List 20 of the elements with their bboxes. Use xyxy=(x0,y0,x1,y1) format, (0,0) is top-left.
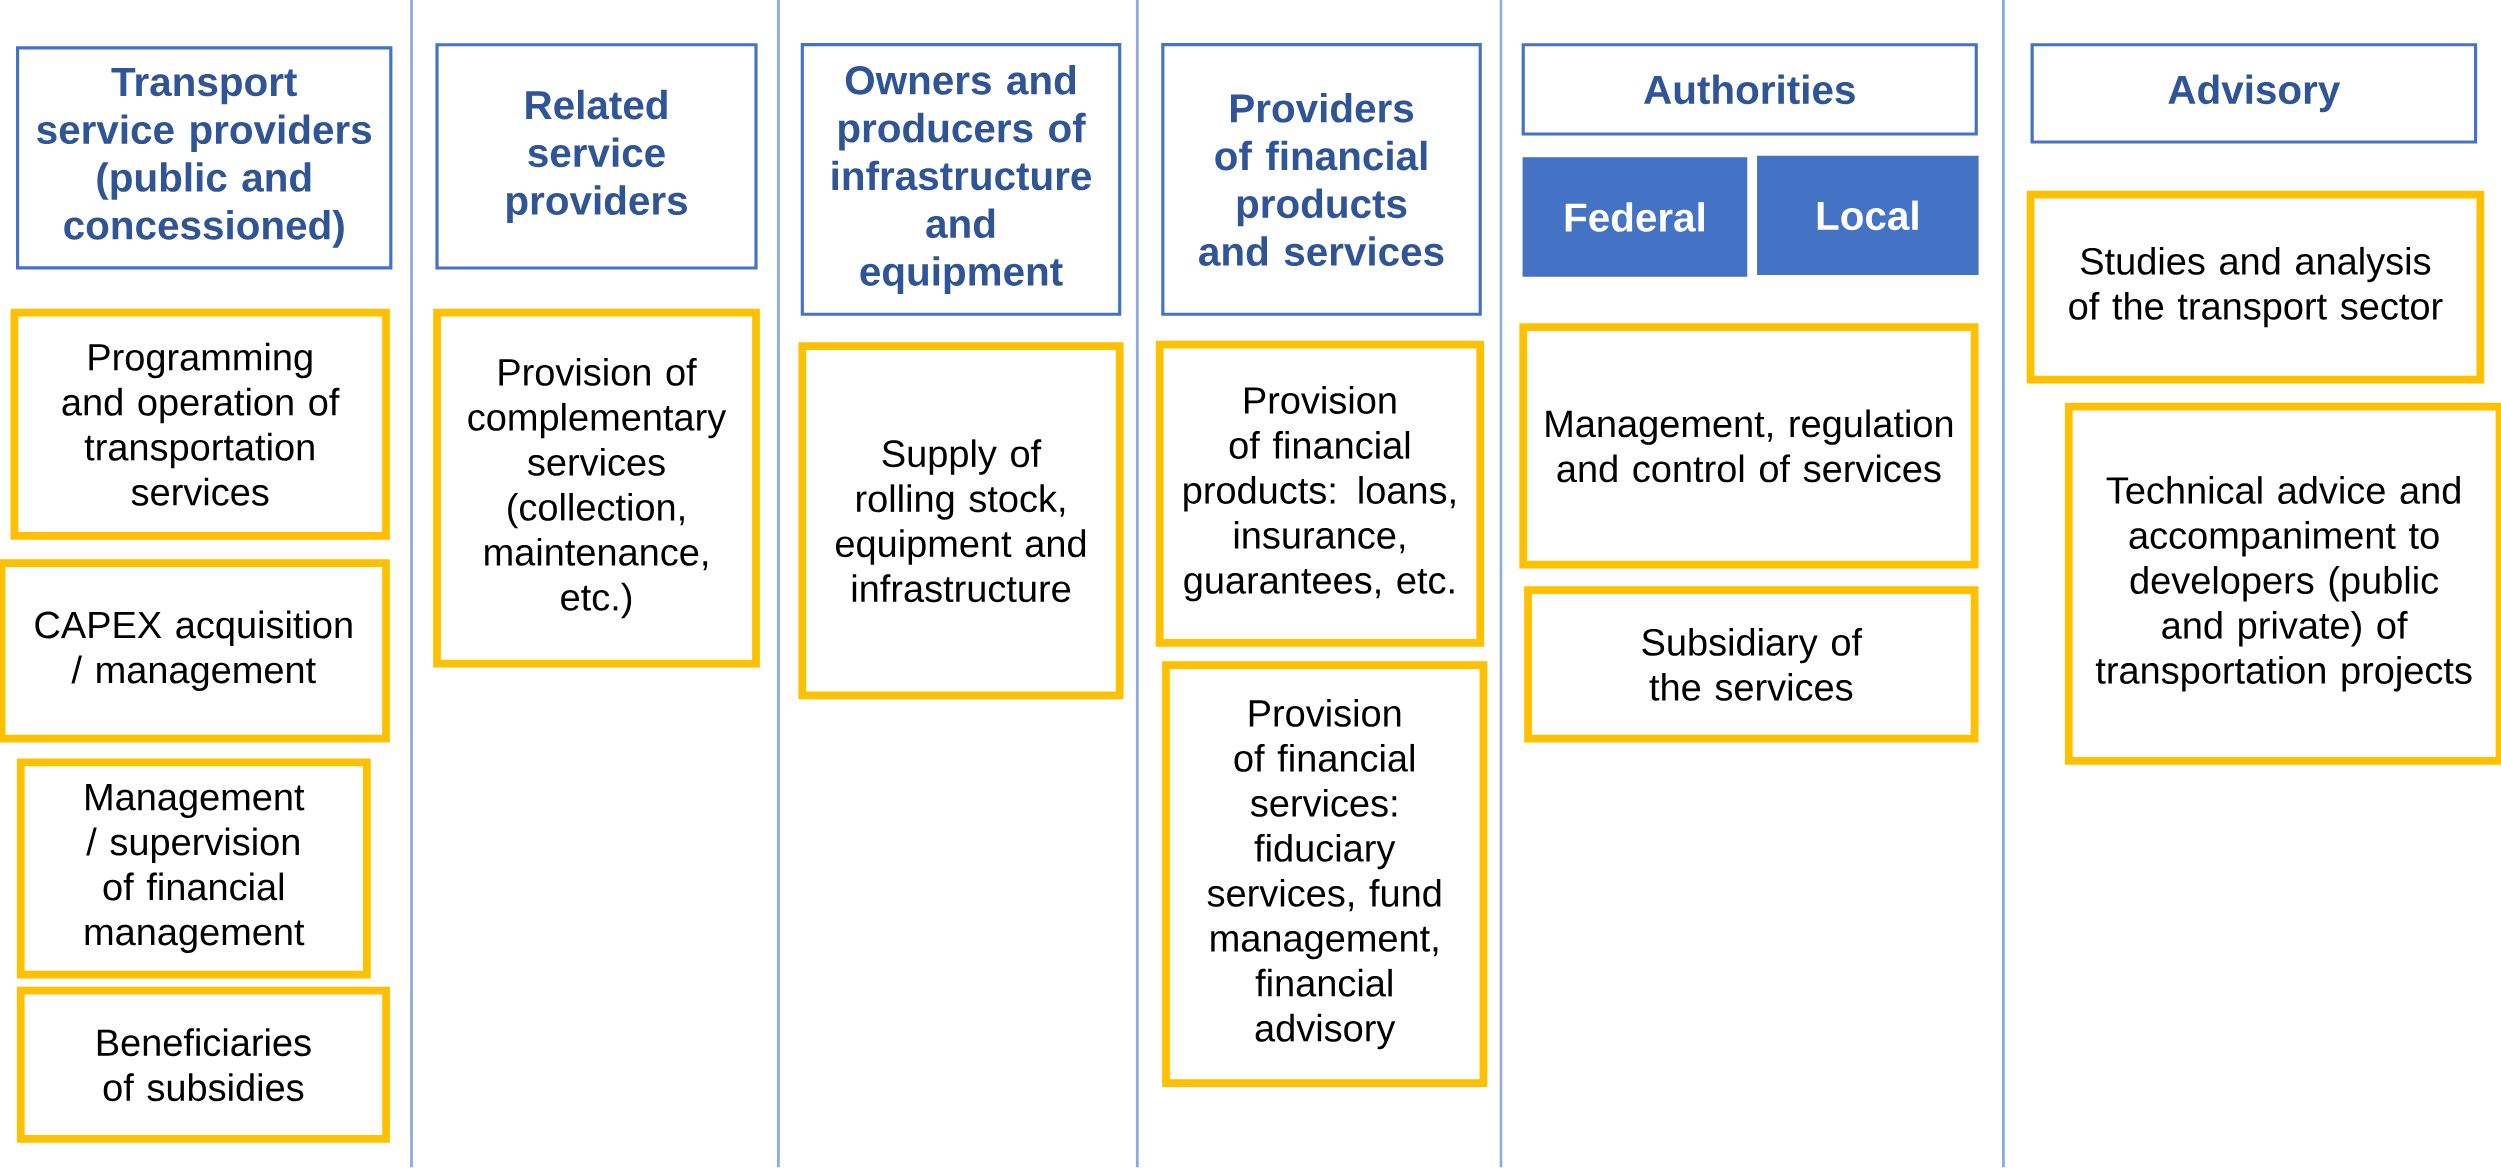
text-box: Provision of financial services: fiduciary services, fund management, financial advisory xyxy=(1162,661,1488,1088)
text-box: Technical advice and accompaniment to developers (public and private) of transportation projects xyxy=(2064,403,2501,765)
text-box: Supply of rolling stock, equipment and infrastructure xyxy=(798,342,1124,700)
header-box: Authorities xyxy=(1521,43,1978,136)
header-box: Providers of financial products and services xyxy=(1161,43,1482,317)
text-box: Studies and analysis of the transport sector xyxy=(2026,190,2485,384)
header-box: Owners and producers of infrastructure and equipment xyxy=(800,43,1122,317)
label-box: Federal xyxy=(1522,157,1748,277)
text-box: Management, regulation and control of services xyxy=(1519,323,1979,569)
header-box: Related service providers xyxy=(435,43,758,270)
label-box: Local xyxy=(1757,155,1979,276)
text-box: Beneficiaries of subsidies xyxy=(16,986,390,1143)
text-box: Management / supervision of financial management xyxy=(16,758,371,979)
header-box: Transport service providers (public and concessioned) xyxy=(16,46,393,270)
text-box: Programming and operation of transportation services xyxy=(10,308,390,540)
text-box: Provision of financial products: loans, insurance, guarantees, etc. xyxy=(1155,340,1485,647)
text-box: Subsidiary of the services xyxy=(1524,586,1979,743)
header-box: Advisory xyxy=(2030,43,2478,144)
text-box: CAPEX acquisition / management xyxy=(0,559,390,743)
text-box: Provision of complementary services (collection, maintenance, etc.) xyxy=(433,308,760,668)
